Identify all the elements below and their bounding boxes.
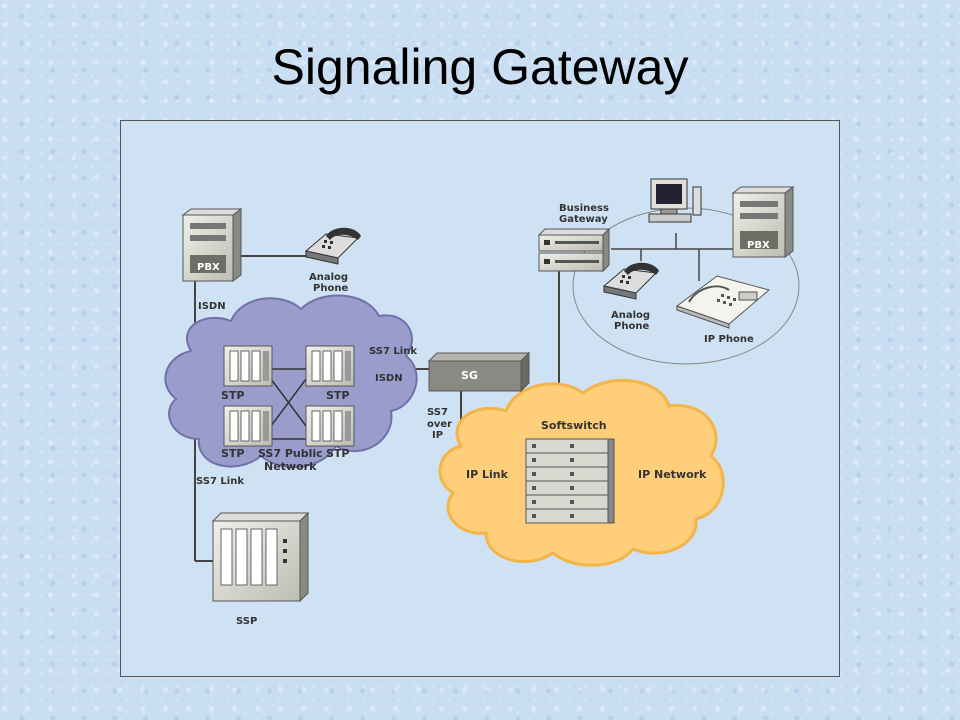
sg-label: SG (461, 369, 478, 382)
stp-switch-top-left (223, 345, 273, 387)
analog-phone-left-label-2: Phone (313, 283, 348, 294)
stp-switch-top-right (305, 345, 355, 387)
softswitch-label: Softswitch (541, 419, 607, 432)
slide-title: Signaling Gateway (271, 39, 689, 95)
stp-label-top-right: STP (326, 389, 350, 402)
ssp-switch (211, 511, 310, 603)
ip-phone-icon (675, 275, 771, 329)
stp-mesh-links (270, 368, 307, 440)
analog-phone-right-label-1: Analog (611, 310, 650, 321)
stp-label-top-left: STP (221, 389, 245, 402)
ip-network-label: IP Network (638, 468, 707, 481)
signaling-gateway-box (427, 351, 531, 393)
isdn-vertical-label: ISDN (198, 301, 226, 312)
analog-phone-left-icon (304, 227, 361, 265)
ss7-over-ip-label-2: over (427, 419, 452, 430)
analog-phone-left-label-1: Analog (309, 272, 348, 283)
desktop-computer-icon (648, 178, 702, 223)
softswitch-server-stack (525, 438, 615, 524)
business-gateway-label-2: Gateway (559, 214, 608, 225)
network-diagram: STP STP STP STP SS7 Public Network Softs… (120, 120, 840, 677)
pbx-left-label: PBX (197, 262, 220, 273)
ss7-network-label-line2: Network (264, 460, 317, 473)
stp-label-bottom-right: STP (326, 447, 350, 460)
ss7-network-label-line1: SS7 Public (258, 447, 323, 460)
ss7-over-ip-label-1: SS7 (427, 407, 448, 418)
pbx-left-device (181, 208, 243, 282)
stp-switch-bottom-right (305, 405, 355, 447)
ss7-link-top-label: SS7 Link (369, 346, 417, 357)
analog-phone-right-label-2: Phone (614, 321, 649, 332)
analog-phone-right-icon (602, 262, 659, 300)
ip-link-label: IP Link (466, 468, 509, 481)
ip-phone-label: IP Phone (704, 334, 754, 345)
ssp-label: SSP (236, 616, 257, 627)
pbx-right-device (731, 186, 795, 258)
business-gateway-label-1: Business (559, 203, 609, 214)
ss7-over-ip-label-3: IP (432, 430, 443, 441)
stp-switch-bottom-left (223, 405, 273, 447)
pbx-right-label: PBX (747, 240, 770, 251)
isdn-middle-label: ISDN (375, 373, 403, 384)
business-gateway-device (537, 227, 611, 273)
enterprise-lines (611, 231, 742, 281)
stp-label-bottom-left: STP (221, 447, 245, 460)
ss7-link-left-label: SS7 Link (196, 476, 244, 487)
